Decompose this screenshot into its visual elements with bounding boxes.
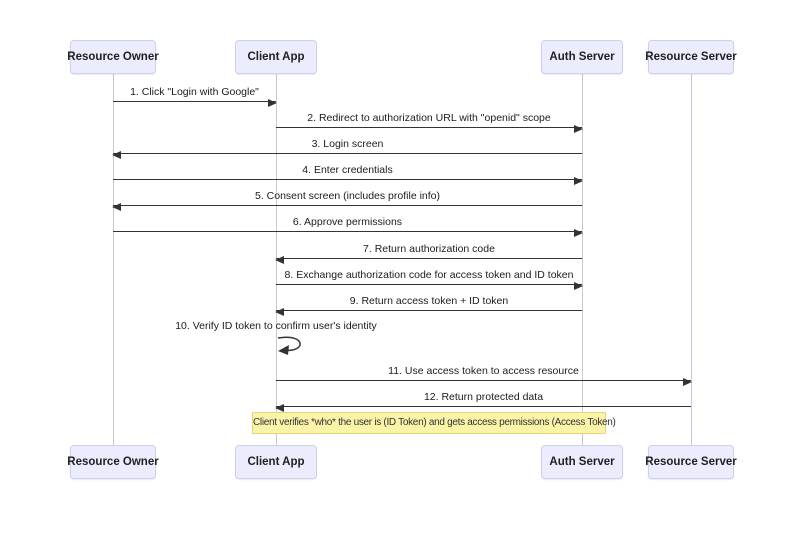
actor-top-client-app: Client App <box>235 40 317 74</box>
message-label: 4. Enter credentials <box>302 164 393 176</box>
message-label: 9. Return access token + ID token <box>349 295 509 307</box>
lifeline-auth-server <box>582 73 583 445</box>
arrowhead-left-icon <box>275 255 284 264</box>
lifeline-resource-server <box>691 73 692 445</box>
arrowhead-right-icon <box>268 98 277 107</box>
arrowhead-left-icon <box>112 202 121 211</box>
arrowhead-left-icon <box>275 403 284 412</box>
message-arrow-1 <box>113 98 277 107</box>
actor-bottom-resource-owner: Resource Owner <box>67 445 159 479</box>
arrowhead-right-icon <box>574 124 583 133</box>
message-arrow-2 <box>276 124 583 133</box>
arrowhead-left-icon <box>278 345 289 355</box>
arrowhead-right-icon <box>574 176 583 185</box>
note-box: Client verifies *who* the user is (ID To… <box>252 412 616 434</box>
arrowhead-left-icon <box>112 150 121 159</box>
actor-top-resource-owner: Resource Owner <box>67 40 159 74</box>
actor-bottom-client-app: Client App <box>235 445 317 479</box>
message-label: 1. Click "Login with Google" <box>130 86 259 98</box>
message-arrow-12 <box>275 403 691 412</box>
actor-top-auth-server: Auth Server <box>541 40 623 74</box>
message-label: 6. Approve permissions <box>292 216 403 228</box>
actor-bottom-auth-server: Auth Server <box>541 445 623 479</box>
message-label: 2. Redirect to authorization URL with "o… <box>307 112 551 124</box>
actor-bottom-resource-server: Resource Server <box>645 445 737 479</box>
lifeline-resource-owner <box>113 73 114 445</box>
message-label: 3. Login screen <box>311 138 384 150</box>
message-label: 7. Return authorization code <box>363 243 495 255</box>
message-label-self: 10. Verify ID token to confirm user's id… <box>175 320 377 332</box>
message-arrow-7 <box>275 255 582 264</box>
self-loop-arrow <box>277 336 301 355</box>
message-label: 11. Use access token to access resource <box>388 365 579 377</box>
message-arrow-3 <box>112 150 582 159</box>
message-arrow-5 <box>112 202 582 211</box>
arrowhead-right-icon <box>574 281 583 290</box>
actor-top-resource-server: Resource Server <box>645 40 737 74</box>
message-arrow-11 <box>276 377 692 386</box>
arrowhead-right-icon <box>683 377 692 386</box>
arrowhead-right-icon <box>574 228 583 237</box>
arrowhead-left-icon <box>275 307 284 316</box>
message-label: 8. Exchange authorization code for acces… <box>284 269 574 281</box>
message-label: 12. Return protected data <box>423 391 544 403</box>
message-arrow-6 <box>113 228 583 237</box>
message-arrow-8 <box>276 281 583 290</box>
message-arrow-9 <box>275 307 582 316</box>
message-arrow-4 <box>113 176 583 185</box>
message-label: 5. Consent screen (includes profile info… <box>254 190 440 202</box>
